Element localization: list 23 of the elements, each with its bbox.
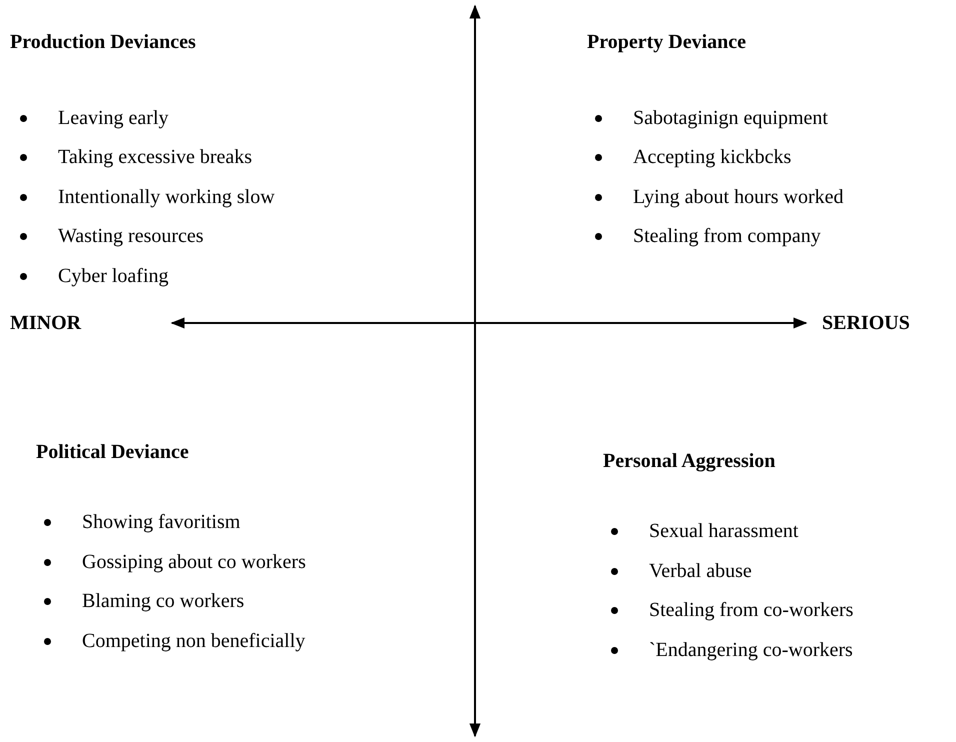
quadrant-heading: Property Deviance bbox=[587, 30, 746, 54]
list-item: Blaming co workers bbox=[82, 589, 244, 613]
list-item: Cyber loafing bbox=[58, 264, 169, 288]
list-item: Wasting resources bbox=[58, 224, 204, 248]
list-item: Competing non beneficially bbox=[82, 629, 306, 653]
list-item: Sexual harassment bbox=[649, 519, 798, 543]
list-item: Taking excessive breaks bbox=[58, 145, 252, 169]
list-item: Lying about hours worked bbox=[633, 185, 844, 209]
quadrant-heading: Personal Aggression bbox=[603, 449, 776, 473]
quadrant-heading: Production Deviances bbox=[10, 30, 196, 54]
list-item: Gossiping about co workers bbox=[82, 550, 306, 574]
axis-label: MINOR bbox=[10, 311, 82, 335]
list-item: Stealing from co-workers bbox=[649, 598, 854, 622]
list-item: Verbal abuse bbox=[649, 559, 752, 583]
axis-label: SERIOUS bbox=[822, 311, 910, 335]
list-item: Leaving early bbox=[58, 106, 168, 130]
list-item: Stealing from company bbox=[633, 224, 821, 248]
list-item: Accepting kickbcks bbox=[633, 145, 792, 169]
list-item: Showing favoritism bbox=[82, 510, 240, 534]
quadrant-heading: Political Deviance bbox=[36, 440, 189, 464]
list-item: Sabotaginign equipment bbox=[633, 106, 828, 130]
list-item: Intentionally working slow bbox=[58, 185, 275, 209]
list-item: `Endangering co-workers bbox=[649, 638, 853, 662]
